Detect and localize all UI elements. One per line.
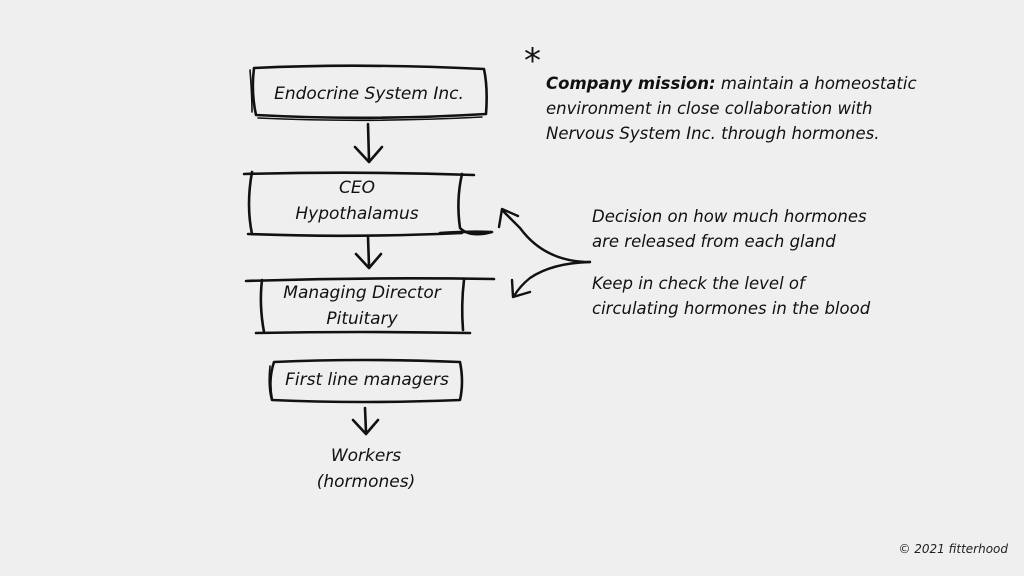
mission-asterisk: * [524, 41, 541, 81]
arrow-flm-workers [351, 406, 380, 436]
note-decision-line-2: are released from each gland [592, 232, 836, 251]
label-md-name: Pituitary [326, 309, 398, 329]
label-md-title: Managing Director [283, 283, 441, 303]
label-ceo-title: CEO [339, 178, 375, 198]
box-endocrine [249, 64, 488, 122]
mission-line-3: Nervous System Inc. through hormones. [546, 124, 880, 143]
note-decision: Decision on how much hormones are releas… [592, 204, 867, 254]
label-flm: First line managers [285, 370, 449, 390]
note-check-line-1: Keep in check the level of [592, 274, 805, 293]
copyright: © 2021 fitterhood [898, 542, 1008, 556]
note-decision-line-1: Decision on how much hormones [592, 207, 867, 226]
box-md [244, 277, 496, 335]
box-flm [268, 358, 464, 404]
mission-title: Company mission: [546, 74, 716, 93]
mission-line-1-rest: maintain a homeostatic [715, 74, 917, 93]
note-check: Keep in check the level of circulating h… [592, 271, 870, 321]
label-md: Managing Director Pituitary [262, 280, 462, 332]
arrow-endocrine-ceo [353, 122, 384, 164]
mission-line-1: Company mission: maintain a homeostatic [546, 71, 917, 96]
label-workers: Workers (hormones) [291, 443, 441, 495]
mission-line-2: environment in close collaboration with [546, 99, 873, 118]
label-workers-sub: (hormones) [316, 472, 416, 492]
label-endocrine: Endocrine System Inc. [274, 84, 464, 104]
label-ceo-name: Hypothalamus [295, 204, 419, 224]
label-ceo: CEO Hypothalamus [252, 175, 462, 227]
label-workers-title: Workers [330, 446, 402, 466]
box-ceo [242, 170, 494, 238]
mission-text: Company mission: maintain a homeostatic … [546, 71, 917, 146]
arrow-ceo-md [354, 235, 383, 270]
note-check-line-2: circulating hormones in the blood [592, 299, 871, 318]
curved-arrows [497, 207, 592, 299]
